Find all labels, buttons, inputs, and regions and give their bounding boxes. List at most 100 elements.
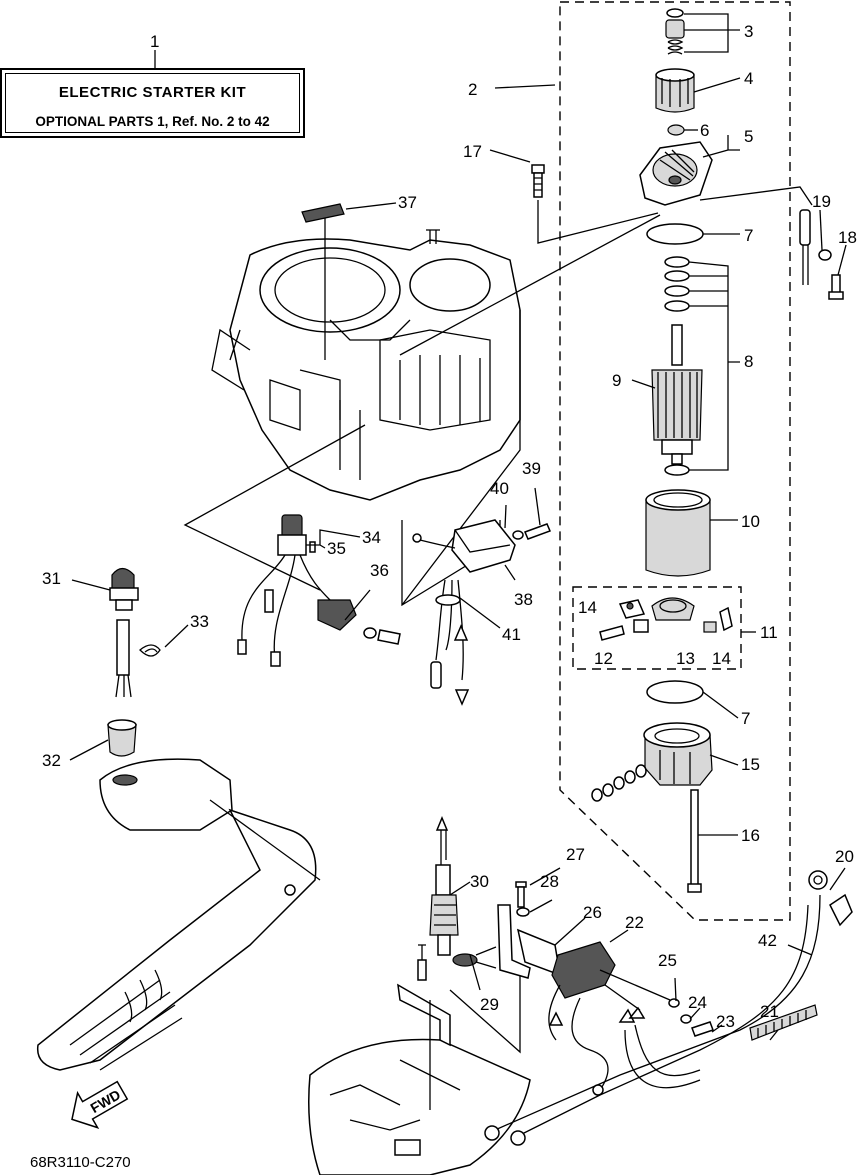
tiller-handle [36,758,321,1071]
neutral-switch-bracket [397,944,451,1110]
callout-17: 17 [463,142,482,161]
part-25-washer[interactable] [668,998,680,1008]
part-41-harness[interactable] [430,579,470,706]
leader-22-relay [599,969,671,1001]
part-34-connector[interactable] [237,514,331,667]
callout-35: 35 [327,539,346,558]
part-42-battery-cable[interactable] [484,894,821,1146]
leader-19 [699,186,813,206]
rectifier-lead [419,539,456,549]
part-38-rectifier[interactable] [451,519,516,573]
leader-36 [344,589,371,621]
callout-38: 38 [514,590,533,609]
callout-39: 39 [522,459,541,478]
callout-41: 41 [502,625,521,644]
callout-leaders [69,13,847,1041]
part-6-collar[interactable] [667,124,685,136]
leader-27-28 [529,867,561,913]
part-39-screw[interactable] [523,523,552,540]
part-4-pinion[interactable] [655,68,695,113]
starter-motor-group-border [559,1,791,921]
part-13-brush[interactable] [703,621,717,633]
rectifier-ring-terminal [412,533,422,543]
leader-38-41 [459,564,516,629]
part-20-battery-terminal-cap[interactable] [808,870,853,927]
part-29-clip[interactable] [452,946,497,969]
leader-33 [164,624,189,648]
part-9-armature[interactable] [651,324,703,465]
leader-engine-to-rectifier [401,310,521,606]
callout-42: 42 [758,931,777,950]
callout-5: 5 [744,127,753,146]
callout-36: 36 [370,561,389,580]
callout-12: 12 [594,649,613,668]
callout-23: 23 [716,1012,735,1031]
callout-numbers: 1 2 3 4 5 6 7 8 9 10 11 12 13 14 14 7 15… [42,22,857,1031]
callout-9: 9 [612,371,621,390]
part-5-upper-bracket[interactable] [639,141,713,206]
callout-7-upper: 7 [744,226,753,245]
part-12-screw[interactable] [599,625,625,641]
part-40-washer[interactable] [512,530,524,540]
callout-31: 31 [42,569,61,588]
callout-22: 22 [625,913,644,932]
callout-7-lower: 7 [741,709,750,728]
part-26-bracket[interactable] [497,904,561,979]
callout-40: 40 [490,479,509,498]
callout-29: 29 [480,995,499,1014]
part-32-grommet[interactable] [107,719,137,757]
callout-15: 15 [741,755,760,774]
part-10-yoke[interactable] [645,489,711,577]
part-36-bracket[interactable] [317,599,401,645]
leader-17 [537,200,659,244]
part-28-washer[interactable] [516,907,530,917]
part-21-cable-tube[interactable] [749,1004,818,1041]
part-19-washer[interactable] [818,249,832,261]
fwd-arrow: FWD [71,1080,129,1129]
part-35-terminal[interactable] [309,541,316,553]
part-3-stopper-spring[interactable] [665,8,685,55]
part-17-bolt[interactable] [531,164,545,198]
bottom-cowling [308,1038,531,1175]
part-33-clip[interactable] [139,644,161,657]
part-24-washer[interactable] [680,1014,692,1024]
callout-4: 4 [744,69,753,88]
part-14-brush-left[interactable] [618,599,649,633]
part-30-neutral-switch[interactable] [429,816,459,956]
part-37-cord-clamp[interactable] [301,203,345,360]
callout-8: 8 [744,352,753,371]
callout-28: 28 [540,872,559,891]
callout-16: 16 [741,826,760,845]
engine-block [211,229,521,501]
part-15-lower-bracket[interactable] [643,722,713,786]
part-23-bolt[interactable] [691,1021,714,1037]
callout-32: 32 [42,751,61,770]
part-11-brush-holder[interactable] [651,597,695,621]
brush-holder-group-border [572,586,742,670]
callout-27: 27 [566,845,585,864]
drawing-reference-code: 68R3110-C270 [30,1154,131,1171]
part-15-washers[interactable] [591,764,647,802]
part-31-switch[interactable] [109,567,139,698]
part-14-brush-right[interactable] [719,606,733,632]
callout-11: 11 [760,623,778,642]
part-27-screw[interactable] [515,881,527,908]
callout-34: 34 [362,528,381,547]
callout-1: 1 [150,32,159,51]
callout-26: 26 [583,903,602,922]
part-7-o-ring-lower[interactable] [646,680,704,704]
callout-18: 18 [838,228,857,247]
callout-19: 19 [812,192,831,211]
part-18-bolt[interactable] [828,274,844,300]
callout-20: 20 [835,847,854,866]
callout-10: 10 [741,512,760,531]
callout-14-left: 14 [578,598,597,617]
part-19-lead-wire[interactable] [799,209,811,285]
callout-2: 2 [468,80,477,99]
kit-title-box: ELECTRIC STARTER KIT OPTIONAL PARTS 1, R… [0,68,305,138]
part-7-o-ring-upper[interactable] [646,223,704,245]
callout-21: 21 [760,1002,779,1021]
part-16-through-bolt[interactable] [687,789,702,893]
callout-37: 37 [398,193,417,212]
relay-lead-wires [618,1006,701,1089]
